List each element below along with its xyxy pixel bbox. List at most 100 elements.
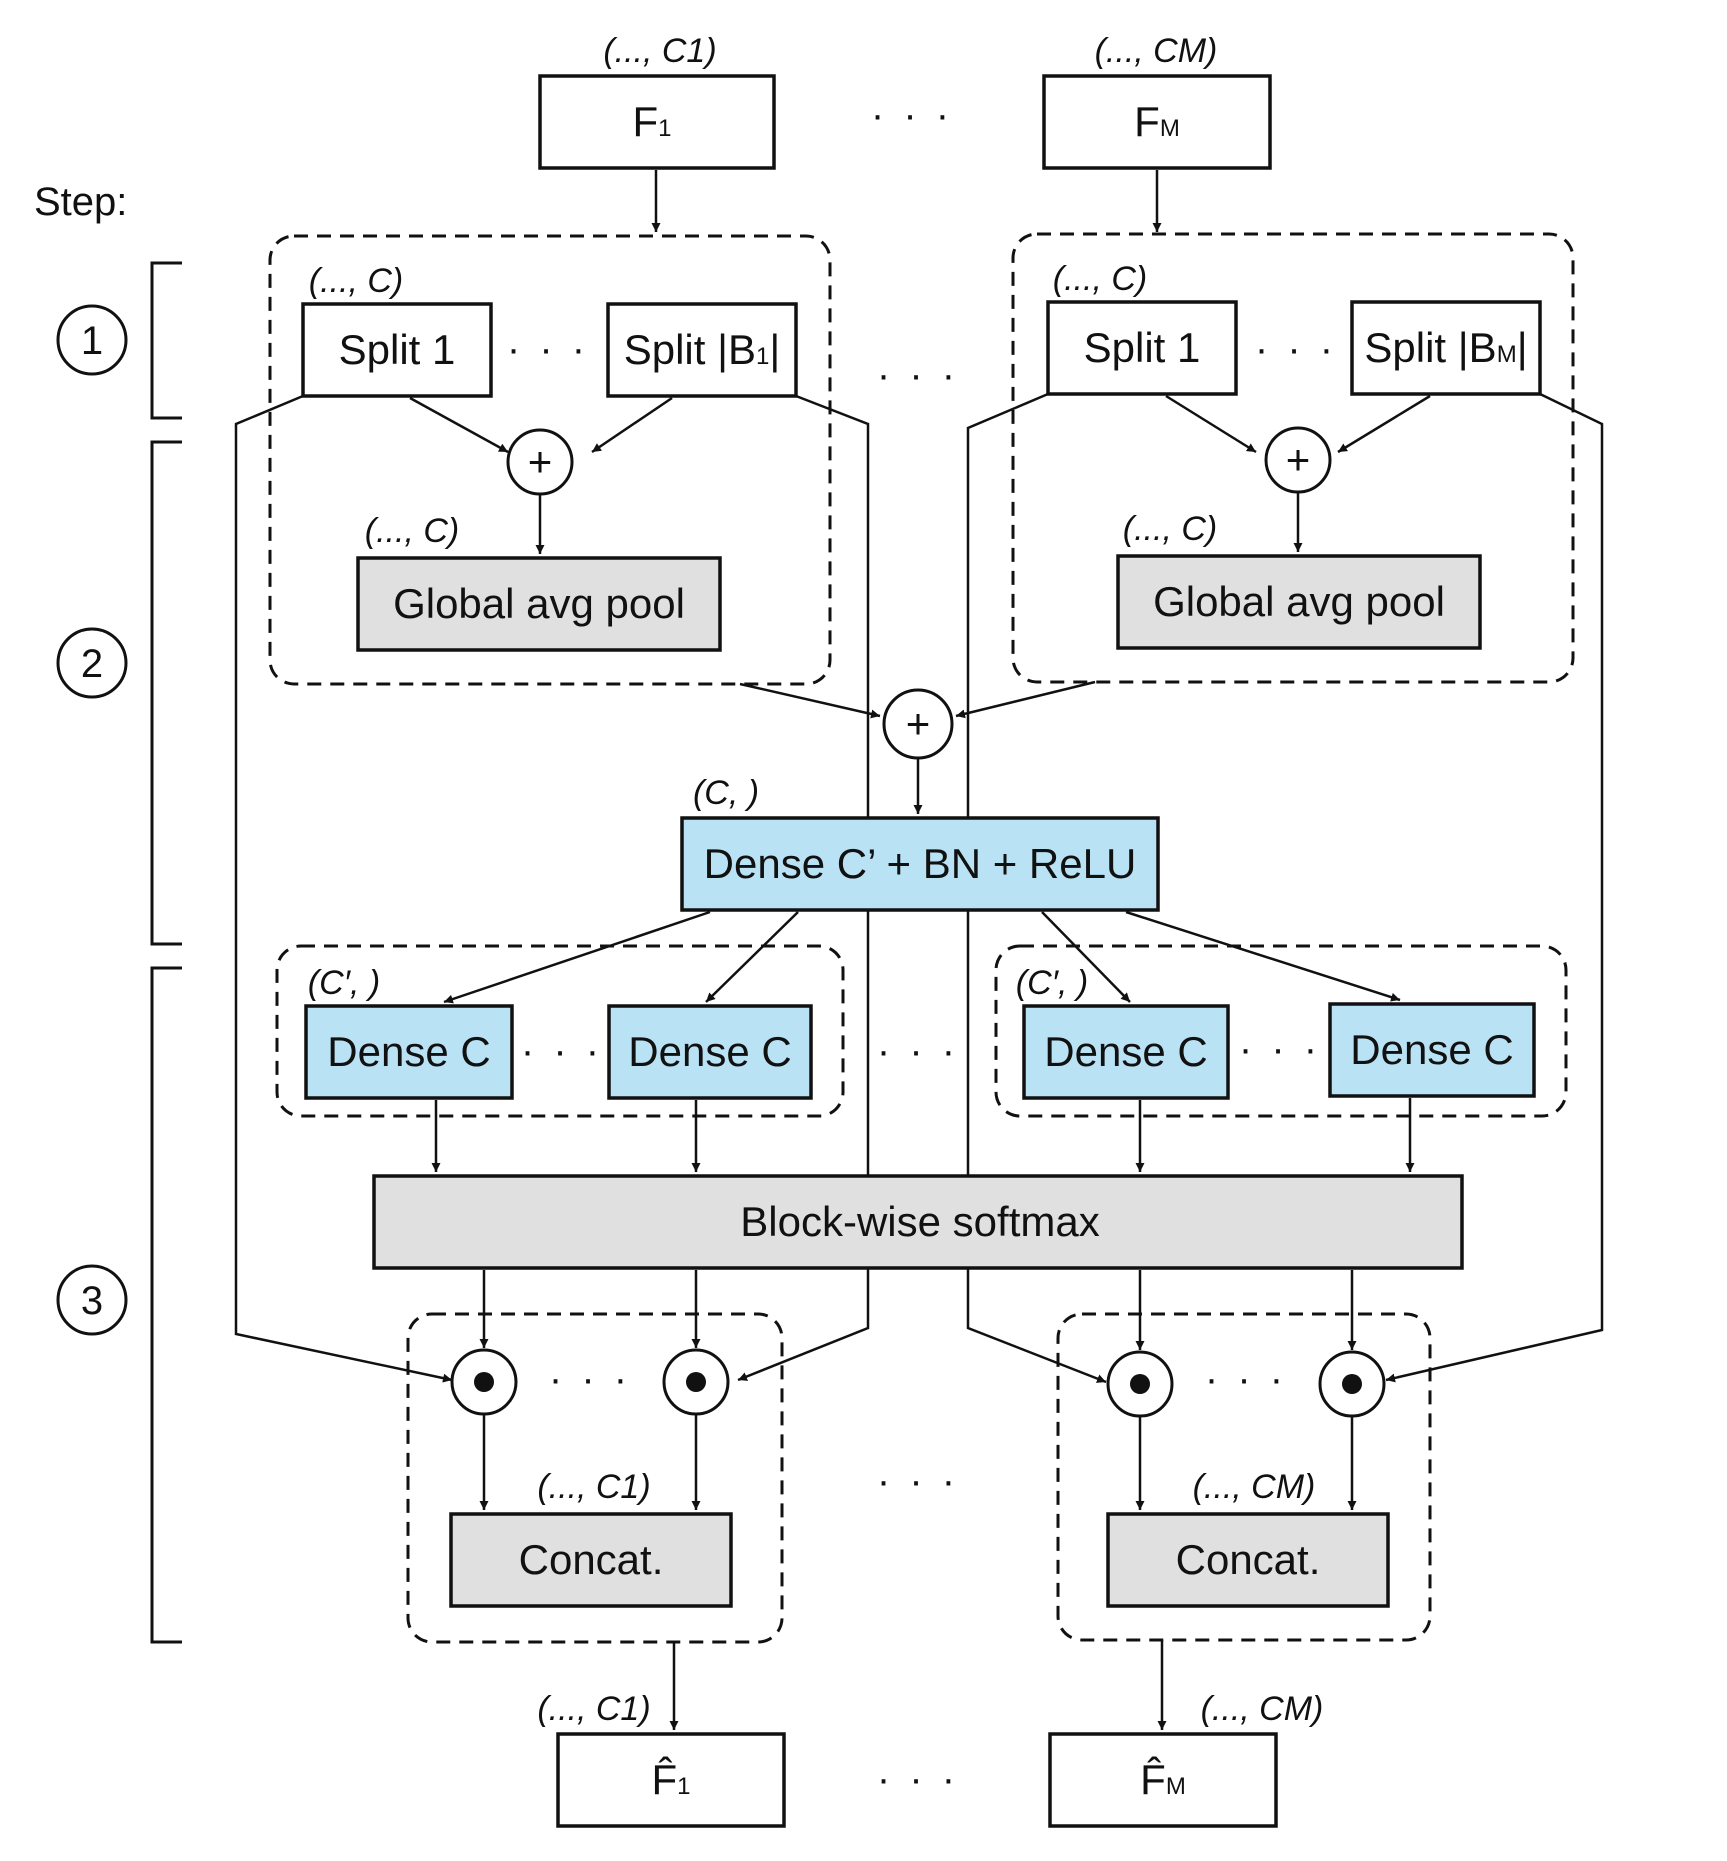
dense-c-1: Dense C bbox=[304, 1004, 514, 1100]
svg-text:F̂M: F̂M bbox=[1140, 1756, 1186, 1803]
split-right-last-suffix: | bbox=[1517, 324, 1528, 371]
step-3-bracket: 3 bbox=[56, 966, 182, 1644]
odot-2 bbox=[662, 1348, 730, 1416]
pool-right-box: Global avg pool bbox=[1116, 554, 1482, 650]
split-left-shape: (..., C) bbox=[309, 262, 403, 300]
output-fm-sub: M bbox=[1166, 1773, 1186, 1800]
plus-right: + bbox=[1264, 426, 1332, 494]
group-right-concat bbox=[1056, 1312, 1432, 1642]
dense-c-2-label: Dense C bbox=[628, 1028, 791, 1075]
arrow-dense-main-dc4 bbox=[1125, 910, 1401, 1002]
output-f1-shape: (..., C1) bbox=[537, 1690, 650, 1728]
odot-4 bbox=[1318, 1350, 1386, 1418]
input-f1-box: F1 bbox=[538, 74, 776, 170]
step-1-number: 1 bbox=[81, 319, 103, 363]
output-f1-label: F̂ bbox=[651, 1756, 677, 1803]
svg-text:Split |BM|: Split |BM| bbox=[1364, 324, 1527, 371]
pool-left-label: Global avg pool bbox=[393, 580, 685, 627]
step-header: Step: bbox=[34, 180, 127, 224]
arrow-pool-left-center-plus bbox=[739, 682, 881, 719]
step-1-bracket: 1 bbox=[56, 261, 182, 420]
input-fm-sub: M bbox=[1160, 115, 1180, 142]
split-left-1-label: Split 1 bbox=[339, 326, 456, 373]
bypass-right-outer bbox=[1385, 392, 1604, 1383]
output-f1-box: F̂1 bbox=[556, 1732, 786, 1828]
pool-left-box: Global avg pool bbox=[356, 556, 722, 652]
odot-right-ellipsis: · · · bbox=[1205, 1357, 1287, 1401]
dense-c-3: Dense C bbox=[1022, 1004, 1230, 1100]
bypass-left-outer bbox=[234, 394, 453, 1383]
arrow-split-left-last-plus bbox=[591, 396, 673, 454]
group-left-split-pool bbox=[268, 234, 832, 686]
arrow-dense-main-dc2 bbox=[705, 911, 799, 1003]
plus-left-symbol: + bbox=[528, 438, 553, 485]
outputs-ellipsis: · · · bbox=[877, 1757, 959, 1801]
input-f1-sub: 1 bbox=[658, 115, 671, 142]
concat-right-box: Concat. bbox=[1106, 1512, 1390, 1608]
split-left-last-prefix: Split |B bbox=[624, 326, 756, 373]
dense-c-right-shape: (C′, ) bbox=[1016, 964, 1088, 1002]
inputs-ellipsis: · · · bbox=[871, 93, 953, 137]
svg-text:F1: F1 bbox=[632, 98, 671, 145]
svg-text:F̂1: F̂1 bbox=[651, 1756, 690, 1803]
pool-right-shape: (..., C) bbox=[1123, 510, 1217, 548]
dense-c-3-label: Dense C bbox=[1044, 1028, 1207, 1075]
split-left-last-sub: 1 bbox=[756, 343, 769, 370]
split-right-last: Split |BM| bbox=[1350, 300, 1542, 396]
pool-right-label: Global avg pool bbox=[1153, 578, 1445, 625]
odot-3 bbox=[1106, 1350, 1174, 1418]
dense-c-middle-ellipsis: · · · bbox=[877, 1029, 959, 1073]
group-right-dense-c bbox=[994, 944, 1568, 1118]
concat-left-box: Concat. bbox=[449, 1512, 733, 1608]
dense-main-label: Dense C’ + BN + ReLU bbox=[704, 840, 1137, 887]
pool-left-shape: (..., C) bbox=[365, 512, 459, 550]
input-fm-label: F bbox=[1134, 98, 1160, 145]
arrow-pool-right-center-plus bbox=[955, 680, 1096, 719]
plus-right-symbol: + bbox=[1286, 436, 1311, 483]
input-fm-shape: (..., CM) bbox=[1095, 32, 1218, 70]
arrow-dense-main-dc1 bbox=[443, 910, 711, 1004]
input-fm-box: FM bbox=[1042, 74, 1272, 170]
arrow-dense-main-dc3 bbox=[1041, 911, 1131, 1003]
split-right-shape: (..., C) bbox=[1053, 260, 1147, 298]
odot-1 bbox=[450, 1348, 518, 1416]
output-fm-label: F̂ bbox=[1140, 1756, 1166, 1803]
output-fm-box: F̂M bbox=[1048, 1732, 1278, 1828]
dense-c-4: Dense C bbox=[1328, 1002, 1536, 1098]
softmax-label: Block-wise softmax bbox=[740, 1198, 1099, 1245]
split-left-last: Split |B1| bbox=[606, 302, 798, 398]
dense-main-box: Dense C’ + BN + ReLU bbox=[680, 816, 1160, 912]
split-right-1-label: Split 1 bbox=[1084, 324, 1201, 371]
dense-c-left-shape: (C′, ) bbox=[308, 964, 380, 1002]
group-right-split-pool bbox=[1011, 232, 1575, 684]
dense-c-2: Dense C bbox=[607, 1004, 813, 1100]
concat-right-label: Concat. bbox=[1176, 1536, 1321, 1583]
dense-c-left-ellipsis: · · · bbox=[521, 1029, 603, 1073]
odot-left-ellipsis: · · · bbox=[549, 1357, 631, 1401]
concat-middle-ellipsis: · · · bbox=[877, 1459, 959, 1503]
group-left-concat bbox=[406, 1312, 784, 1644]
split-right-last-prefix: Split |B bbox=[1364, 324, 1496, 371]
input-f1-shape: (..., C1) bbox=[603, 32, 716, 70]
split-right-ellipsis: · · · bbox=[1255, 327, 1337, 371]
output-fm-shape: (..., CM) bbox=[1201, 1690, 1324, 1728]
arrow-split-left-1-plus bbox=[409, 396, 509, 454]
split-right-last-sub: M bbox=[1497, 341, 1517, 368]
concat-right-shape: (..., CM) bbox=[1193, 1468, 1316, 1506]
plus-left: + bbox=[506, 428, 574, 496]
softmax-box: Block-wise softmax bbox=[372, 1174, 1464, 1270]
arrow-split-right-last-plus bbox=[1337, 394, 1431, 454]
split-left-last-suffix: | bbox=[769, 326, 780, 373]
dense-c-1-label: Dense C bbox=[327, 1028, 490, 1075]
split-left-ellipsis: · · · bbox=[507, 327, 589, 371]
step-2-number: 2 bbox=[81, 642, 103, 686]
plus-center: + bbox=[882, 688, 954, 760]
step-3-number: 3 bbox=[81, 1279, 103, 1323]
split-right-1: Split 1 bbox=[1046, 300, 1238, 396]
concat-left-shape: (..., C1) bbox=[537, 1468, 650, 1506]
svg-text:Split |B1|: Split |B1| bbox=[624, 326, 781, 373]
svg-text:FM: FM bbox=[1134, 98, 1180, 145]
concat-left-label: Concat. bbox=[519, 1536, 664, 1583]
output-f1-sub: 1 bbox=[677, 1773, 690, 1800]
